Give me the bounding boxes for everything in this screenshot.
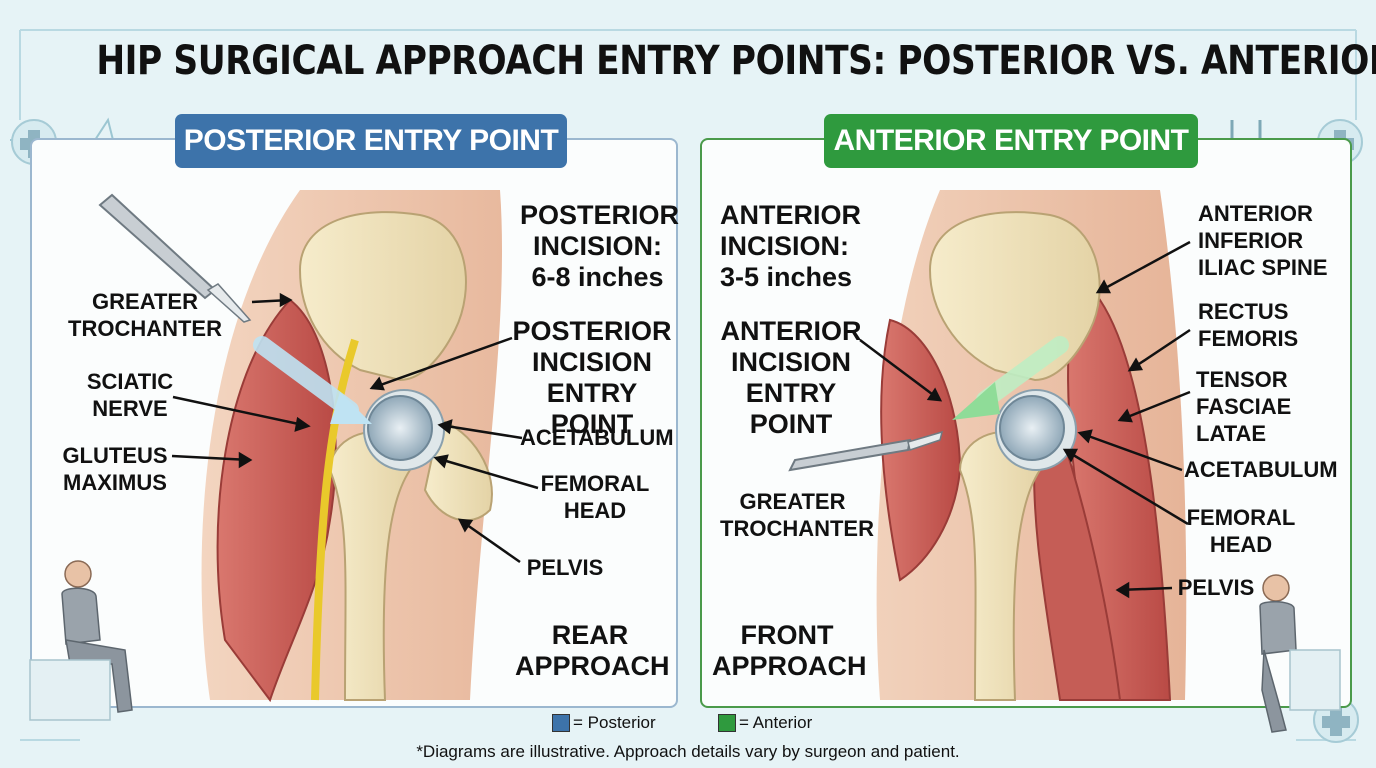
- anterior-femoral-head-label: FEMORAL HEAD: [1186, 505, 1296, 557]
- anterior-greater-trochanter-label: GREATER TROCHANTER: [720, 489, 874, 541]
- front-approach-label: FRONT APPROACH: [712, 620, 867, 681]
- rear-approach-label: REAR APPROACH: [515, 620, 670, 681]
- sciatic-nerve: [311, 338, 359, 701]
- legend-posterior-label: = Posterior: [573, 713, 656, 732]
- tensor-fasciae-latae-muscle: [1033, 428, 1122, 701]
- posterior-swatch: [552, 714, 570, 732]
- posterior-acetabulum-label: ACETABULUM: [520, 425, 674, 450]
- anterior-entry-point-label: ANTERIOR INCISION ENTRY POINT: [720, 316, 862, 439]
- anterior-thigh-muscle: [880, 318, 962, 582]
- anterior-inferior-iliac-spine-label: ANTERIOR INFERIOR ILIAC SPINE: [1198, 201, 1328, 280]
- sciatic-nerve-label: SCIATIC NERVE: [86, 369, 174, 421]
- legend-anterior: = Anterior: [718, 713, 812, 733]
- scalpel-icon: [98, 193, 252, 323]
- scalpel-icon: [788, 430, 944, 472]
- anterior-entry-arrow: [976, 336, 1069, 409]
- gluteus-maximus-muscle: [216, 298, 337, 703]
- seated-patient-icon: [1259, 574, 1341, 733]
- posterior-femoral-head-label: FEMORAL HEAD: [540, 471, 650, 523]
- anterior-swatch: [718, 714, 736, 732]
- femoral-head-ball: [999, 395, 1065, 461]
- anterior-heading: ANTERIOR ENTRY POINT: [824, 114, 1198, 168]
- legend-anterior-label: = Anterior: [739, 713, 813, 732]
- posterior-entry-point-label: POSTERIOR INCISION ENTRY POINT: [512, 316, 672, 439]
- femoral-head-ball: [367, 395, 433, 461]
- page-title: HIP SURGICAL APPROACH ENTRY POINTS: POST…: [96, 38, 1376, 84]
- anterior-pelvis-label: PELVIS: [1177, 575, 1255, 600]
- anterior-acetabulum-label: ACETABULUM: [1184, 457, 1338, 482]
- posterior-pelvis-label: PELVIS: [526, 555, 604, 580]
- anterior-incision-label: ANTERIOR INCISION: 3-5 inches: [720, 200, 861, 292]
- greater-trochanter-label: GREATER TROCHANTER: [68, 289, 222, 341]
- legend-posterior: = Posterior: [552, 713, 656, 733]
- gluteus-maximus-label: GLUTEUS MAXIMUS: [62, 443, 168, 495]
- seated-patient-icon: [29, 560, 133, 721]
- rectus-femoris-label: RECTUS FEMORIS: [1198, 299, 1299, 351]
- posterior-incision-label: POSTERIOR INCISION: 6-8 inches: [520, 200, 680, 292]
- posterior-heading: POSTERIOR ENTRY POINT: [175, 114, 567, 168]
- posterior-entry-arrow: [253, 336, 359, 419]
- tensor-fasciae-latae-label: TENSOR FASCIAE LATAE: [1196, 367, 1292, 446]
- pelvis-bone: [298, 211, 467, 382]
- footnote: *Diagrams are illustrative. Approach det…: [416, 742, 960, 761]
